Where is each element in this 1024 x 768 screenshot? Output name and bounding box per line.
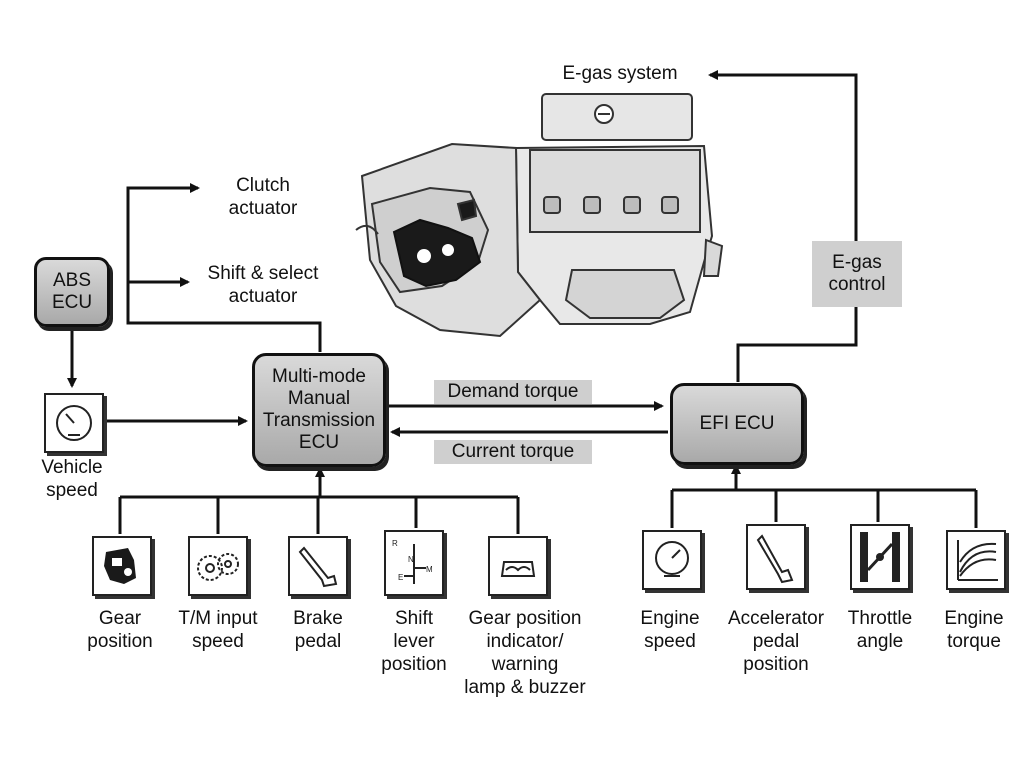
speedometer-icon (655, 541, 689, 577)
mmt-ecu-box: Multi-mode Manual Transmission ECU (252, 353, 386, 467)
brake-pedal-label: Brake pedal (293, 608, 343, 652)
abs-ecu-box: ABS ECU (34, 257, 110, 327)
egas-system-label: E-gas system (562, 63, 678, 84)
throttle-valve-icon (860, 532, 900, 582)
engine-speed-label: Engine speed (640, 608, 700, 652)
engine-illustration (355, 93, 724, 338)
brake-pedal-icon (298, 546, 338, 588)
throttle-angle-sensor (850, 524, 910, 590)
svg-text:M: M (426, 565, 433, 574)
clutch-actuator-label: Clutch actuator (228, 175, 298, 219)
svg-text:N: N (408, 555, 414, 564)
engine-speed-sensor (642, 530, 702, 590)
shift-lever-position-label: Shift lever position (381, 608, 447, 675)
brake-pedal-sensor (288, 536, 348, 596)
tm-input-speed-label: T/M input speed (178, 608, 258, 652)
shift-select-actuator-label: Shift & select actuator (207, 263, 319, 307)
gear-position-indicator-label: Gear position indicator/ warning lamp & … (464, 608, 586, 698)
gear-indicator-lamp (488, 536, 548, 596)
svg-text:R: R (392, 539, 398, 548)
indicator-lamp-icon (500, 561, 536, 577)
speedometer-icon (56, 405, 92, 441)
accelerator-pedal-sensor (746, 524, 806, 590)
torque-curve-icon (957, 540, 998, 581)
gear-position-label: Gear position (87, 608, 153, 652)
throttle-angle-label: Throttle angle (847, 608, 913, 652)
tm-input-speed-sensor (188, 536, 248, 596)
efi-ecu-box: EFI ECU (670, 383, 804, 465)
current-torque-label: Current torque (434, 440, 592, 464)
accelerator-pedal-position-label: Accelerator pedal position (727, 608, 825, 675)
svg-text:E: E (398, 573, 403, 582)
engine-torque-sensor (946, 530, 1006, 590)
vehicle-speed-label: Vehicle speed (41, 457, 103, 501)
shift-lever-position-sensor: R N E M (384, 530, 444, 596)
gear-position-sensor (92, 536, 152, 596)
gear-position-icon (104, 548, 136, 584)
shift-pattern-icon: R N E M (392, 539, 433, 584)
demand-torque-label: Demand torque (434, 380, 592, 404)
engine-torque-label: Engine torque (944, 608, 1004, 652)
gears-icon (197, 553, 239, 581)
egas-control-box: E-gas control (812, 241, 902, 307)
vehicle-speed-sensor (44, 393, 104, 453)
accelerator-pedal-icon (756, 534, 794, 584)
